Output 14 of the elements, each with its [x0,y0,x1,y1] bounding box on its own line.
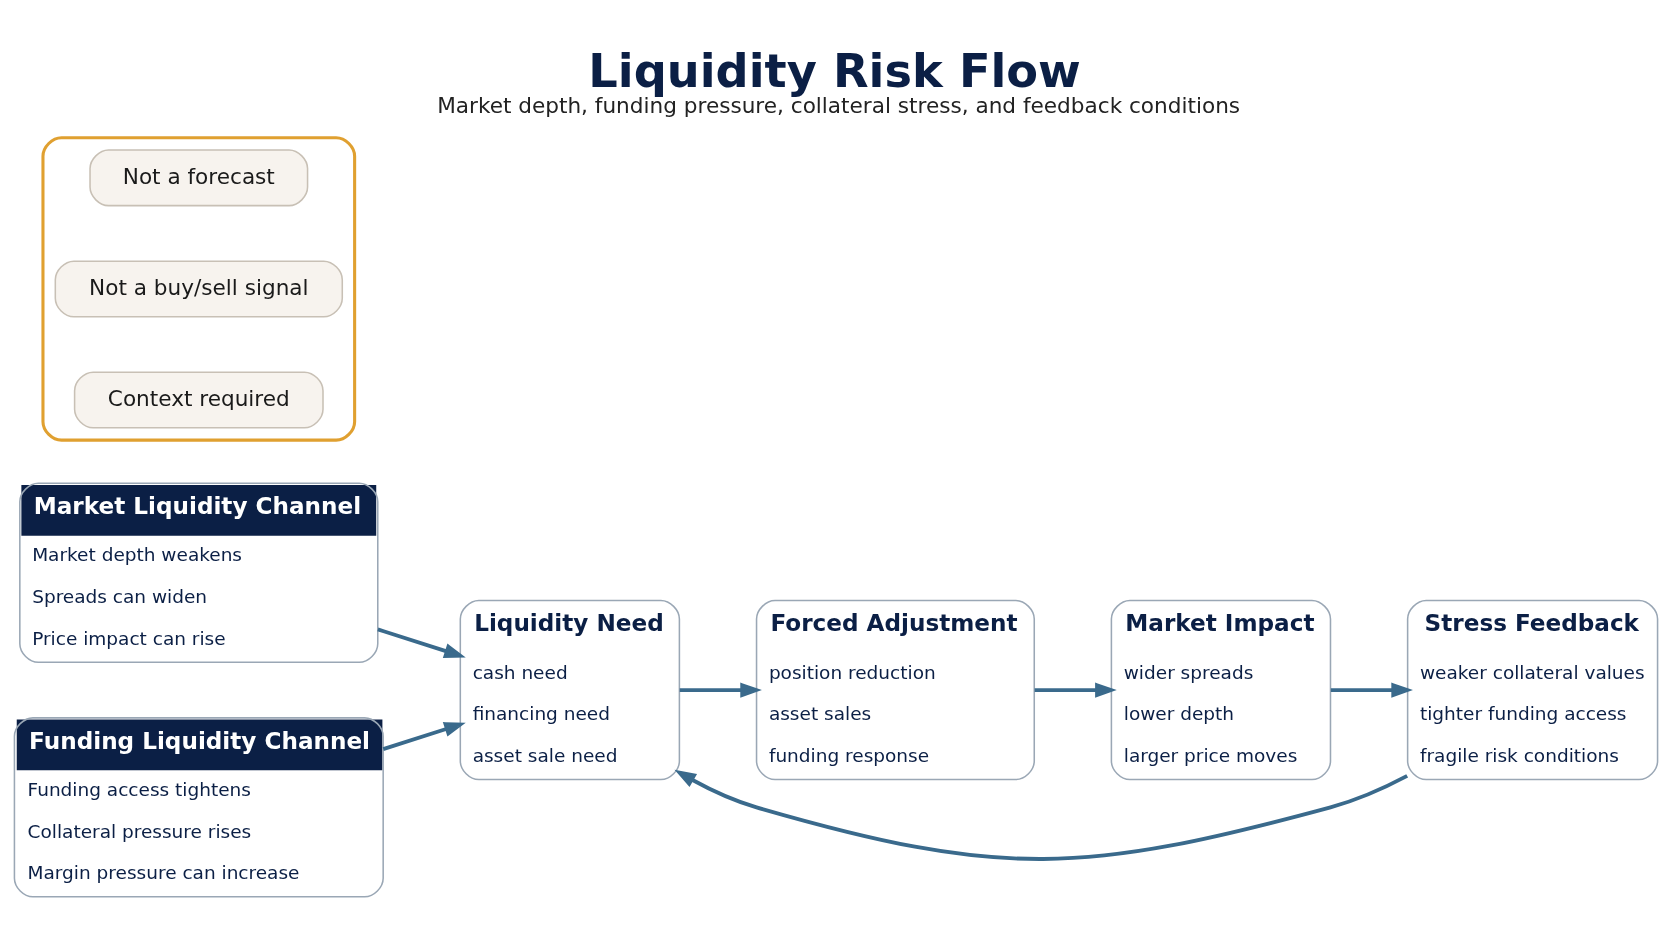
node-box: Context required [73,371,324,429]
node-box: Liquidity Need cash need financing need asset sale need [459,599,681,780]
node-box: Forced Adjustment position reduction asset sales funding response [755,599,1036,780]
node-box: Not a forecast [89,148,309,206]
arrow [377,627,466,658]
node-box: Market Impact wider spreads lower depth larger price moves [1110,599,1332,780]
arrow [382,721,466,751]
arrow [679,682,762,698]
arrow [1034,682,1117,698]
node-box: Not a buy/sell signal [54,259,344,317]
cluster [41,135,357,442]
arrow [1330,682,1413,698]
node-box: Stress Feedback weaker collateral values tighter funding access fragile risk conditions [1406,599,1659,780]
arrow [674,769,1409,861]
